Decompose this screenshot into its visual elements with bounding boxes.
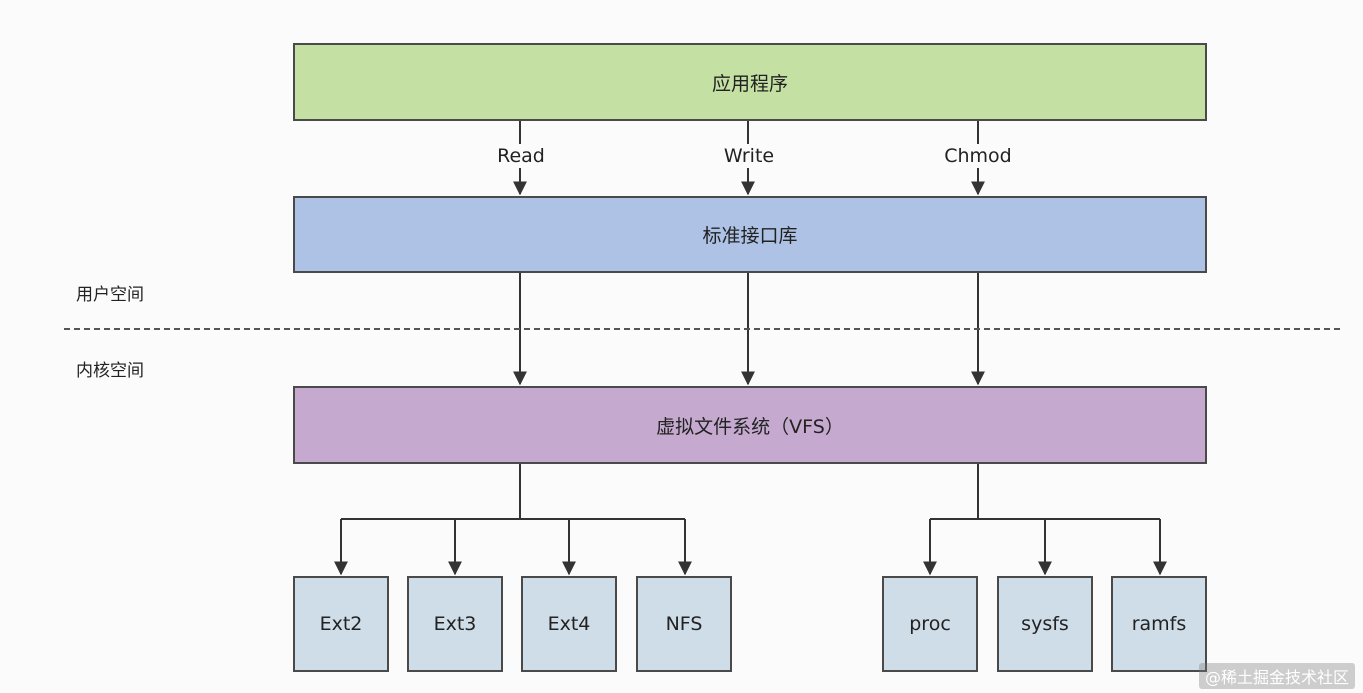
fs-box-nfs: NFS bbox=[636, 576, 732, 672]
fs-box-ramfs: ramfs bbox=[1111, 576, 1207, 672]
write-call-label: Write bbox=[721, 144, 777, 168]
standard-library-label: 标准接口库 bbox=[702, 225, 798, 247]
kernel-space-label: 内核空间 bbox=[76, 361, 144, 381]
fs-box-ext4: Ext4 bbox=[521, 576, 617, 672]
fs-label: Ext4 bbox=[547, 613, 591, 635]
source-watermark: @稀土掘金技术社区 bbox=[1198, 663, 1355, 689]
fs-box-sysfs: sysfs bbox=[997, 576, 1093, 672]
fs-label: proc bbox=[909, 613, 951, 635]
fs-box-ext2: Ext2 bbox=[293, 576, 389, 672]
application-layer-box: 应用程序 bbox=[293, 43, 1207, 121]
fs-box-proc: proc bbox=[882, 576, 978, 672]
standard-library-box: 标准接口库 bbox=[293, 196, 1207, 273]
fs-label: NFS bbox=[665, 613, 703, 635]
fs-label: Ext3 bbox=[433, 613, 477, 635]
fs-label: Ext2 bbox=[319, 613, 363, 635]
chmod-call-label: Chmod bbox=[942, 144, 1014, 168]
read-call-label: Read bbox=[495, 144, 547, 168]
connector-vfs-to-disk-fs bbox=[341, 464, 685, 520]
application-layer-label: 应用程序 bbox=[711, 72, 788, 95]
user-kernel-divider bbox=[64, 328, 1340, 330]
fs-label: sysfs bbox=[1021, 613, 1069, 635]
fs-box-ext3: Ext3 bbox=[407, 576, 503, 672]
connector-vfs-to-virtual-fs bbox=[930, 464, 1160, 520]
fs-label: ramfs bbox=[1131, 613, 1187, 635]
vfs-layer-box: 虚拟文件系统（VFS） bbox=[293, 386, 1207, 464]
user-space-label: 用户空间 bbox=[76, 285, 144, 305]
vfs-layer-label: 虚拟文件系统（VFS） bbox=[656, 415, 844, 438]
